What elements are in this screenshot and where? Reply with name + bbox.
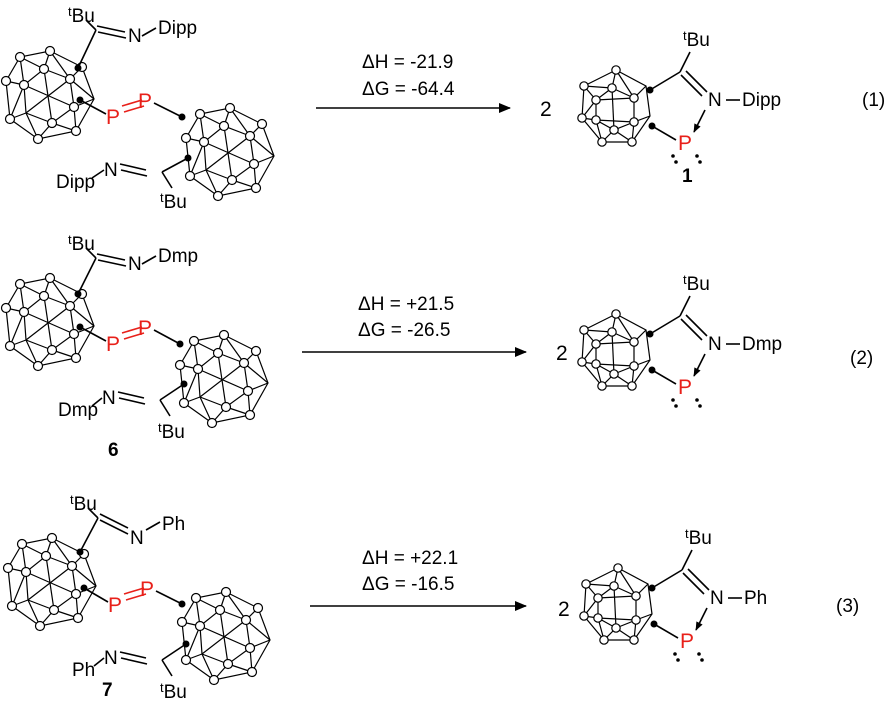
- dmp-label-bottom: Dmp: [58, 400, 98, 421]
- nitrogen-label: N: [708, 90, 722, 111]
- stoichiometric-coefficient: 2: [540, 98, 552, 121]
- carborane-cage-right-6: [174, 329, 269, 429]
- carborane-cage-product: [579, 563, 653, 645]
- lone-pair-dots: [671, 154, 702, 164]
- product-2: tBu N Dmp P: [577, 272, 782, 408]
- phosphorus-label-right: P: [140, 578, 154, 601]
- dimer-6: tBu N Dmp P P Dmp N tBu 6: [0, 232, 269, 461]
- equation-number: (3): [836, 596, 859, 617]
- phenyl-label-bottom: Ph: [72, 660, 95, 681]
- compound-number: 1: [682, 166, 693, 187]
- nitrogen-label-bottom: N: [104, 160, 118, 181]
- reaction-2: tBu N Dmp P P Dmp N tBu 6 ΔH = +21.5 ΔG …: [0, 232, 873, 461]
- equation-number: (1): [862, 90, 885, 111]
- phosphorus-label-right: P: [138, 317, 152, 340]
- phosphorus-label: P: [678, 376, 692, 399]
- product-1: tBu N Dipp P 1: [577, 28, 781, 187]
- tbu-label: tBu: [683, 28, 710, 51]
- nitrogen-label-top: N: [128, 254, 142, 275]
- carborane-cage-right-1: [180, 102, 275, 202]
- dipp-label-top: Dipp: [158, 18, 197, 39]
- tbu-label-bottom: tBu: [160, 680, 187, 703]
- phosphorus-label: P: [680, 630, 694, 653]
- enthalpy-label: ΔH = -21.9: [362, 52, 453, 73]
- phenyl-label: Ph: [744, 588, 767, 609]
- phenyl-label-top: Ph: [162, 514, 185, 535]
- reaction-1: tBu N Dipp P P Dipp N tBu ΔH = -21.9 ΔG …: [0, 4, 885, 213]
- dmp-label-top: Dmp: [158, 246, 198, 267]
- lone-pair-dots: [673, 652, 704, 662]
- dimer-7: tBu N Ph P P Ph N tBu 7: [2, 492, 271, 703]
- product-3: tBu N Ph P: [579, 526, 767, 662]
- tbu-label-top: tBu: [68, 4, 95, 27]
- nitrogen-label: N: [710, 588, 724, 609]
- tbu-label-bottom: tBu: [160, 190, 187, 213]
- carborane-cage-left-1: [0, 45, 95, 145]
- gibbs-energy-label: ΔG = -26.5: [358, 320, 450, 341]
- dipp-label: Dipp: [742, 90, 781, 111]
- phosphorus-label: P: [678, 132, 692, 155]
- tbu-label-bottom: tBu: [158, 420, 185, 443]
- compound-number-left: 7: [102, 680, 113, 701]
- carborane-cage-product: [577, 309, 651, 391]
- tbu-label: tBu: [685, 526, 712, 549]
- gibbs-energy-label: ΔG = -16.5: [362, 574, 454, 595]
- phosphorus-label-left: P: [106, 333, 120, 356]
- nitrogen-label-top: N: [130, 528, 144, 549]
- tbu-label: tBu: [683, 272, 710, 295]
- dmp-label: Dmp: [742, 334, 782, 355]
- equation-number: (2): [850, 348, 873, 369]
- nitrogen-label-top: N: [128, 26, 142, 47]
- dipp-label-bottom: Dipp: [56, 172, 95, 193]
- nitrogen-label-bottom: N: [102, 388, 116, 409]
- compound-number-left: 6: [108, 440, 119, 461]
- enthalpy-label: ΔH = +22.1: [362, 548, 458, 569]
- tbu-label-top: tBu: [68, 232, 95, 255]
- phosphorus-label-right: P: [138, 90, 152, 113]
- nitrogen-label: N: [708, 334, 722, 355]
- stoichiometric-coefficient: 2: [558, 598, 570, 621]
- carborane-cage-right-7: [176, 586, 271, 686]
- carborane-cage-product: [577, 65, 651, 147]
- tbu-label-top: tBu: [70, 492, 97, 515]
- phosphorus-label-left: P: [108, 594, 122, 617]
- gibbs-energy-label: ΔG = -64.4: [362, 79, 455, 100]
- dimer-1: tBu N Dipp P P Dipp N tBu: [0, 4, 275, 213]
- stoichiometric-coefficient: 2: [556, 342, 568, 365]
- enthalpy-label: ΔH = +21.5: [358, 294, 454, 315]
- lone-pair-dots: [671, 398, 702, 408]
- reaction-3: tBu N Ph P P Ph N tBu 7 ΔH = +22.1 ΔG = …: [2, 492, 859, 703]
- nitrogen-label-bottom: N: [104, 648, 118, 669]
- phosphorus-label-left: P: [106, 106, 120, 129]
